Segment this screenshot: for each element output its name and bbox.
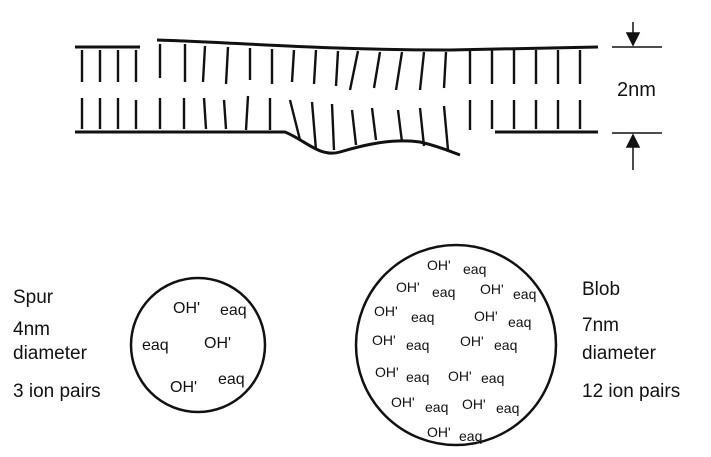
blob-species: eaq bbox=[406, 338, 429, 352]
spur-species: eaq bbox=[218, 372, 245, 388]
blob-species: OH' bbox=[427, 258, 451, 272]
blob-species: eaq bbox=[494, 338, 517, 352]
spur-species: OH' bbox=[204, 336, 231, 352]
blob-species: OH' bbox=[396, 280, 420, 294]
blob-species: eaq bbox=[411, 310, 434, 324]
blob-species: OH' bbox=[372, 333, 396, 347]
spur-ion-pairs: 3 ion pairs bbox=[13, 382, 101, 401]
spur-title: Spur bbox=[13, 288, 53, 307]
blob-species: OH' bbox=[427, 425, 451, 439]
blob-species: eaq bbox=[432, 285, 455, 299]
spur-species: eaq bbox=[220, 303, 247, 319]
dna-ladder bbox=[75, 40, 598, 155]
blob-species: eaq bbox=[459, 429, 482, 443]
blob-species: eaq bbox=[508, 315, 531, 329]
spur-species: OH' bbox=[170, 380, 197, 396]
blob-title: Blob bbox=[582, 280, 620, 299]
dna-top-strand bbox=[75, 40, 598, 50]
blob-species: eaq bbox=[463, 262, 486, 276]
blob-ion-pairs: 12 ion pairs bbox=[582, 382, 680, 401]
blob-species: OH' bbox=[480, 282, 504, 296]
spur-size: 4nm bbox=[13, 320, 50, 339]
dna-base-pairs bbox=[82, 44, 580, 150]
blob-species: OH' bbox=[474, 309, 498, 323]
dna-width-label: 2nm bbox=[617, 80, 656, 100]
spur-size-word: diameter bbox=[13, 344, 87, 363]
blob-species: OH' bbox=[448, 369, 472, 383]
blob-species: OH' bbox=[375, 365, 399, 379]
blob-species: OH' bbox=[462, 397, 486, 411]
blob-size: 7nm bbox=[582, 316, 619, 335]
blob-species: eaq bbox=[481, 371, 504, 385]
blob-species: OH' bbox=[460, 334, 484, 348]
blob-size-word: diameter bbox=[582, 344, 656, 363]
blob-species: eaq bbox=[406, 370, 429, 384]
blob-species: OH' bbox=[374, 304, 398, 318]
dna-bottom-strand bbox=[75, 132, 598, 155]
blob-species: eaq bbox=[496, 401, 519, 415]
blob-species: eaq bbox=[513, 287, 536, 301]
blob-species: eaq bbox=[425, 400, 448, 414]
blob-species: OH' bbox=[391, 395, 415, 409]
spur-species: eaq bbox=[142, 338, 169, 354]
spur-species: OH' bbox=[173, 301, 200, 317]
